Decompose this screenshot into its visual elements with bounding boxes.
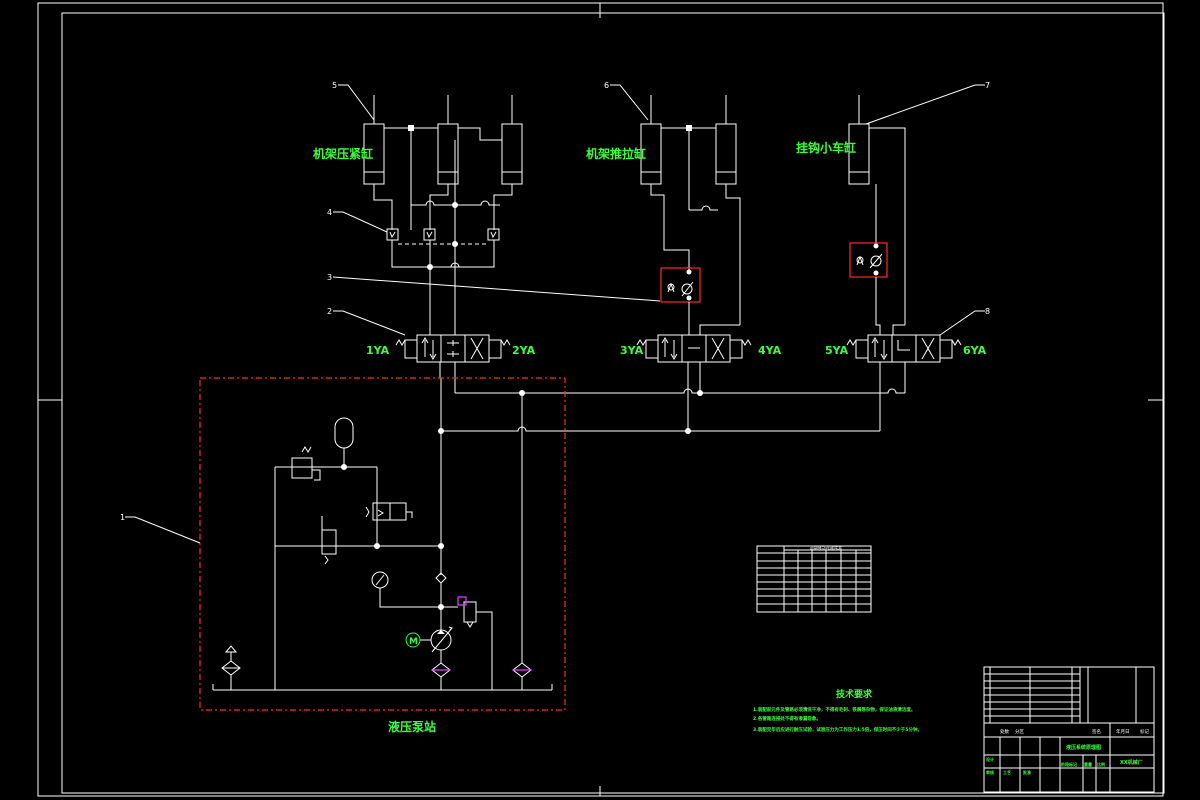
callout-2: 2 bbox=[327, 307, 332, 316]
tb-label-stage: 阶段标记 bbox=[1061, 761, 1077, 767]
label-car-lock: 挂钩小车缸 bbox=[796, 140, 856, 155]
tb-label-pizhun: 批准 bbox=[1023, 769, 1031, 775]
callout-1: 1 bbox=[120, 513, 125, 522]
callout-leaders bbox=[125, 84, 985, 544]
tb-label-chushu: 处数 bbox=[1000, 728, 1009, 735]
tb-label-shenhe: 审核 bbox=[986, 769, 994, 775]
callout-6: 6 bbox=[604, 81, 609, 90]
inner-frame bbox=[61, 12, 1165, 794]
tech-line-1: 1.装配前元件及管路必须清洗干净，不得有毛刺、铁屑等杂物，保证油液清洁度。 bbox=[753, 706, 915, 713]
motor-label: M bbox=[409, 637, 418, 647]
tech-line-2: 2.各管路连接处不得有渗漏现象。 bbox=[753, 715, 821, 722]
callout-8: 8 bbox=[985, 307, 990, 316]
tb-drawing-name: 液压系统原理图 bbox=[1066, 744, 1101, 751]
solenoid-6ya: 6YA bbox=[963, 344, 987, 357]
tech-title: 技术要求 bbox=[836, 688, 873, 700]
tb-label-sheji: 设计 bbox=[986, 756, 994, 762]
pump-station-label: 液压泵站 bbox=[388, 719, 436, 734]
callout-7: 7 bbox=[985, 81, 990, 90]
valve-2 bbox=[636, 334, 752, 431]
solenoid-5ya: 5YA bbox=[825, 344, 849, 357]
title-block: 处数 分区 签名 年月日 标记 设计 审核 工艺 批准 阶段标记 重量 比例 液… bbox=[983, 666, 1155, 793]
label-frame-shift: 机架推拉缸 bbox=[586, 146, 646, 161]
valve-1 bbox=[395, 334, 511, 393]
action-table: 电磁铁动作顺序表 bbox=[756, 545, 872, 613]
callout-5: 5 bbox=[332, 81, 337, 90]
tb-label-fenqu: 分区 bbox=[1015, 728, 1024, 735]
shift-cylinders bbox=[640, 95, 741, 335]
outer-frame bbox=[37, 2, 1164, 797]
callout-3: 3 bbox=[327, 273, 332, 282]
pump-station bbox=[212, 417, 553, 691]
clamp-cylinders bbox=[363, 95, 523, 335]
solenoid-2ya: 2YA bbox=[512, 344, 536, 357]
tb-label-qianming: 签名 bbox=[1092, 728, 1101, 735]
action-table-header: 电磁铁动作顺序表 bbox=[810, 545, 842, 551]
valve-3 bbox=[846, 334, 962, 431]
tb-label-gongyi: 工艺 bbox=[1003, 769, 1011, 775]
car-cylinder bbox=[848, 95, 906, 335]
solenoid-1ya: 1YA bbox=[366, 344, 390, 357]
tech-line-3: 3.装配完毕后应进行耐压试验，试验压力为工作压力1.5倍，保压时间不少于5分钟。 bbox=[753, 726, 922, 733]
tb-label-weight: 重量 bbox=[1084, 761, 1092, 767]
callout-4: 4 bbox=[327, 208, 332, 217]
pump-station-border bbox=[199, 377, 566, 711]
label-frame-clamp: 机架压紧缸 bbox=[313, 146, 373, 161]
solenoid-3ya: 3YA bbox=[620, 344, 644, 357]
tb-label-biaoji: 标记 bbox=[1140, 728, 1149, 735]
tb-label-scale: 比例 bbox=[1097, 761, 1105, 767]
solenoid-4ya: 4YA bbox=[758, 344, 782, 357]
tb-company: XX机械厂 bbox=[1120, 759, 1143, 766]
main-lines bbox=[438, 378, 905, 663]
tb-label-date: 年月日 bbox=[1116, 728, 1130, 735]
